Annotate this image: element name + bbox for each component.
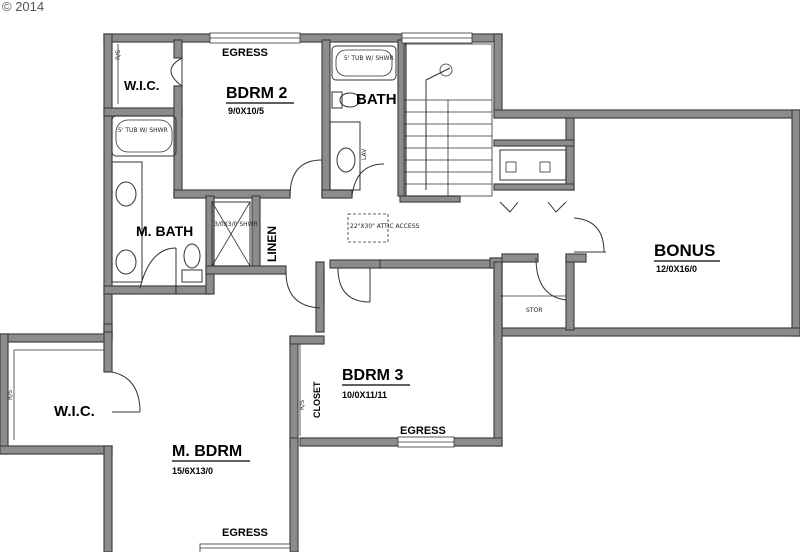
bonus-name: BONUS (654, 241, 715, 260)
stairs (403, 43, 493, 197)
m-bdrm-name: M. BDRM (172, 443, 242, 460)
fixtures: 5' TUB W/ SHWR LAV 5' TUB W/ SHWR 3/0X3/… (7, 44, 567, 440)
stor-name: STOR (526, 307, 542, 314)
bdrm2-name: BDRM 2 (226, 85, 287, 102)
doors (111, 57, 606, 413)
m-bath-name: M. BATH (136, 223, 193, 239)
tub-top-label: 5' TUB W/ SHWR (344, 55, 394, 62)
room-labels: EGRESS BDRM 2 9/0X10/5 BATH W.I.C. M. BA… (54, 47, 720, 539)
wic-left-name: W.I.C. (54, 403, 95, 420)
walls (0, 33, 800, 552)
copyright-text: © 2014 (2, 0, 44, 14)
bdrm3-size: 10/0X11/11 (342, 390, 387, 400)
rs-label-wic: R/S (115, 50, 122, 60)
bath-lav-label: LAV (361, 148, 368, 160)
egress-bdrm3: EGRESS (400, 425, 446, 437)
bdrm2-size: 9/0X10/5 (228, 106, 264, 116)
attic-label: 22"X30" ATTIC ACCESS (350, 223, 420, 230)
bdrm3-name: BDRM 3 (342, 367, 403, 384)
shower-label: 3/0X3/0 SHWR (214, 221, 258, 228)
egress-top: EGRESS (222, 47, 268, 59)
closet-name: CLOSET (312, 381, 322, 418)
m-bdrm-size: 15/6X13/0 (172, 466, 213, 476)
rs-label-left: R/S (7, 390, 14, 400)
linen-name: LINEN (265, 226, 279, 262)
tub-left-label: 5' TUB W/ SHWR (118, 127, 168, 134)
windows (199, 32, 473, 552)
bonus-size: 12/0X16/0 (656, 264, 697, 274)
wic-top-name: W.I.C. (124, 78, 159, 93)
bath-name: BATH (356, 91, 397, 108)
egress-bottom: EGRESS (222, 527, 268, 539)
rs-label-closet: R/S (299, 400, 306, 410)
